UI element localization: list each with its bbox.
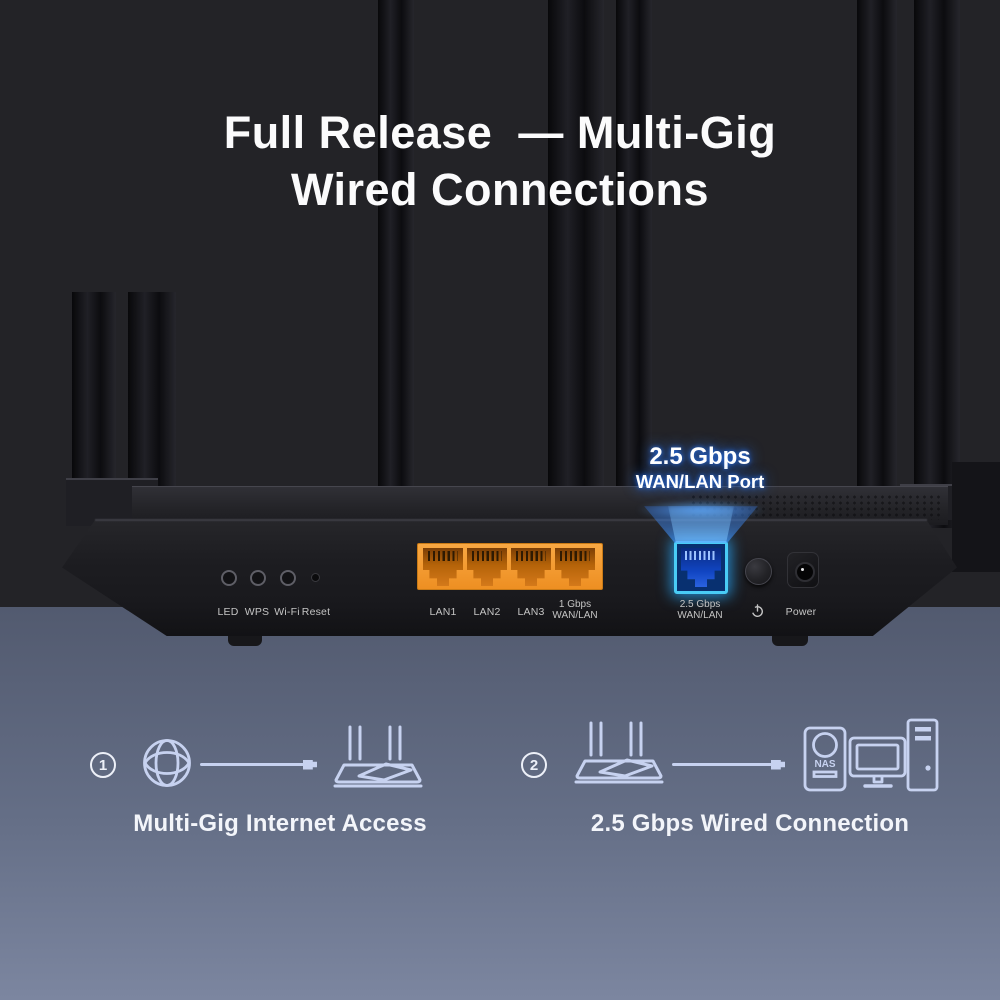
wps-label: WPS	[244, 606, 270, 618]
router-icon	[574, 721, 664, 784]
cable-plug-icon	[303, 759, 317, 770]
globe-icon	[143, 739, 191, 787]
title-line-2: Wired Connections	[290, 164, 710, 215]
lan2-port	[467, 548, 507, 586]
wan-lan-2-5g-label-line2: WAN/LAN	[677, 609, 723, 621]
antenna-silhouette	[548, 0, 604, 522]
step-1-label: Multi-Gig Internet Access	[133, 810, 427, 837]
step-1-number: 1	[90, 752, 116, 778]
dc-power-jack	[787, 552, 819, 588]
spotlight-beam-core	[668, 506, 734, 543]
title-line-1: Full Release — Multi-Gig	[223, 107, 777, 158]
panel-edge-highlight	[95, 519, 927, 521]
power-symbol-icon	[751, 604, 764, 618]
monitor-icon	[848, 736, 907, 788]
antenna-silhouette	[857, 0, 897, 522]
reset-pinhole	[311, 573, 320, 582]
led-button	[221, 570, 237, 586]
step-2-number: 2	[521, 752, 547, 778]
callout-line-1: 2.5 Gbps	[649, 443, 751, 470]
wps-button	[250, 570, 266, 586]
wan-lan-1g-label: 1 Gbps WAN/LAN	[545, 599, 605, 621]
power-label: Power	[785, 606, 817, 618]
antenna-silhouette	[378, 0, 414, 522]
wan-lan-2-5g-label-line1: 2.5 Gbps	[679, 599, 721, 610]
antenna-silhouette	[616, 0, 652, 522]
wan-lan-2-5g-label: 2.5 Gbps WAN/LAN	[670, 599, 730, 621]
page-title: Full Release — Multi-Gig Wired Connectio…	[0, 104, 1000, 218]
cable-plug-icon	[771, 759, 785, 770]
wifi-label: Wi-Fi	[274, 606, 300, 618]
nas-icon: NAS	[803, 726, 847, 792]
lan3-label: LAN3	[517, 606, 545, 618]
tower-pc-icon	[906, 718, 939, 792]
lan1-port	[423, 548, 463, 586]
wan-lan-1g-label-line1: 1 Gbps	[558, 599, 592, 610]
step-2-label: 2.5 Gbps Wired Connection	[590, 810, 910, 837]
gradient-bottom-background	[0, 607, 1000, 1000]
wan-lan-1g-port	[555, 548, 595, 586]
callout-line-2: WAN/LAN Port	[635, 471, 765, 492]
lan3-port	[511, 548, 551, 586]
wan-lan-2-5g-port	[674, 541, 728, 594]
dc-jack-hole	[795, 562, 815, 582]
nas-text: NAS	[814, 759, 835, 770]
reset-label: Reset	[301, 606, 331, 618]
lan2-label: LAN2	[473, 606, 501, 618]
wan-lan-1g-label-line2: WAN/LAN	[552, 609, 598, 621]
led-label: LED	[217, 606, 239, 618]
lan1-label: LAN1	[429, 606, 457, 618]
dc-jack-pin-highlight	[801, 568, 804, 571]
router-icon	[333, 725, 423, 788]
antenna-arm	[952, 462, 1000, 572]
lan-port-block	[417, 543, 603, 590]
port-callout: 2.5 Gbps WAN/LAN Port	[595, 443, 805, 492]
wan-lan-2-5g-port-cavity	[681, 548, 721, 587]
cable-line	[672, 763, 772, 766]
wifi-button	[280, 570, 296, 586]
cable-line	[200, 763, 304, 766]
antenna-silhouette	[914, 0, 960, 528]
power-button	[745, 558, 772, 585]
